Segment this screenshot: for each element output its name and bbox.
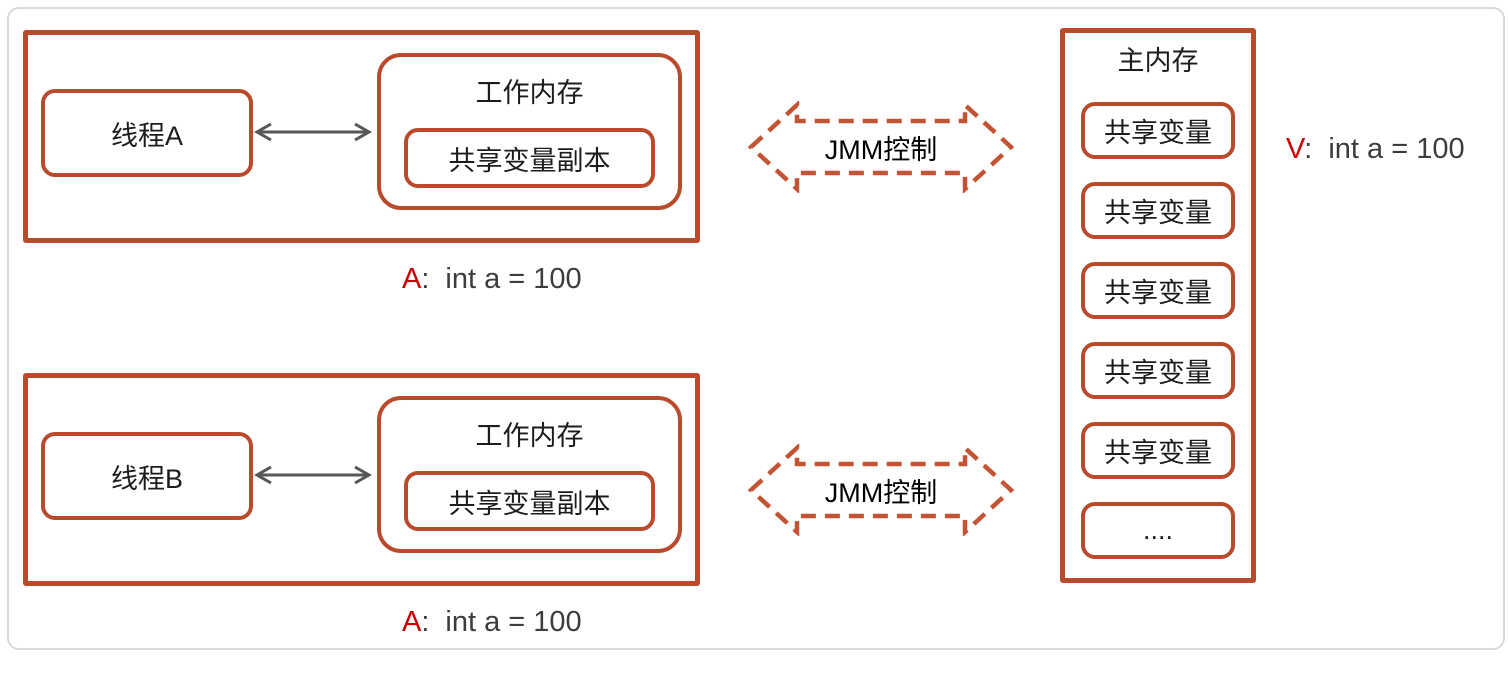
shared-variable-slot: 共享变量 [1081,102,1235,159]
annotation-letter: V [1286,133,1305,165]
jmm-control-label: JMM控制 [824,477,938,508]
annotation-colon: : [421,606,430,638]
shared-variable-slot: 共享变量 [1081,262,1235,319]
dashed-double-arrow-icon [747,442,1015,538]
working-memory-title: 工作内存 [475,421,584,451]
shared-variable-slot: 共享变量 [1081,422,1235,479]
main-memory-annotation: V: int a = 100 [1286,131,1465,167]
main-memory-container: 主内存 共享变量 共享变量 共享变量 共享变量 共享变量 .... [1060,28,1256,583]
annotation-letter: A [402,606,422,638]
thread-b-box: 线程B [41,432,253,520]
thread-b-annotation: A: int a = 100 [402,604,582,640]
working-memory-title: 工作内存 [475,78,584,108]
thread-b-label: 线程B [110,463,183,494]
main-memory-slot-list: 共享变量 共享变量 共享变量 共享变量 共享变量 .... [1081,102,1235,559]
annotation-expression: int a = 100 [1328,133,1465,165]
annotation-expression: int a = 100 [445,606,582,638]
thread-a-label: 线程A [110,120,183,151]
bidirectional-arrow-icon [253,122,373,142]
thread-a-box: 线程A [41,89,253,177]
annotation-letter: A [402,263,422,295]
thread-b-group: 线程B 工作内存 共享变量副本 A: int a = 100 [0,373,1060,673]
dashed-double-arrow-icon [747,99,1015,195]
ellipsis-slot: .... [1081,502,1235,559]
annotation-colon: : [1304,133,1313,165]
thread-a-annotation: A: int a = 100 [402,261,582,297]
shared-variable-slot: 共享变量 [1081,182,1235,239]
annotation-expression: int a = 100 [445,263,582,295]
main-memory-title: 主内存 [1117,46,1199,76]
shared-copy-label: 共享变量副本 [448,488,611,519]
bidirectional-arrow-icon [253,465,373,485]
jmm-control-arrow-top: JMM控制 [747,99,1015,195]
shared-copy-label: 共享变量副本 [448,145,611,176]
shared-variable-slot: 共享变量 [1081,342,1235,399]
thread-b-shared-copy-box: 共享变量副本 [404,471,655,531]
jmm-control-label: JMM控制 [824,134,938,165]
jmm-control-arrow-bottom: JMM控制 [747,442,1015,538]
thread-a-group: 线程A 工作内存 共享变量副本 A: int a = 100 [0,30,1060,330]
annotation-colon: : [421,263,430,295]
thread-a-shared-copy-box: 共享变量副本 [404,128,655,188]
